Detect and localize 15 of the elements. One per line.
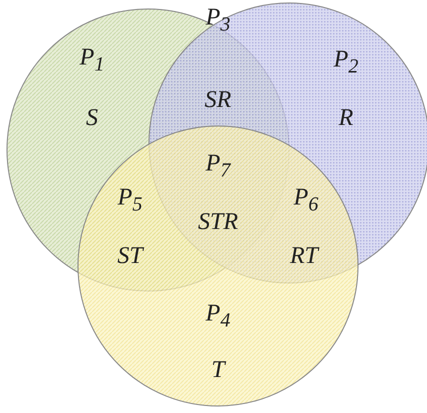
set-circle bbox=[78, 126, 358, 406]
region-label: P$_{5}$ bbox=[118, 186, 142, 214]
region-label: STR bbox=[198, 210, 238, 234]
region-label: P$_{2}$ bbox=[334, 48, 358, 76]
region-label: P$_{6}$ bbox=[294, 186, 318, 214]
region-label: P$_{3}$ bbox=[206, 6, 230, 34]
region-label: ST bbox=[117, 244, 143, 268]
region-label: P$_{1}$ bbox=[80, 46, 104, 74]
region-label: P$_{7}$ bbox=[206, 152, 230, 180]
region-label: SR bbox=[204, 88, 232, 112]
region-label: RT bbox=[290, 244, 318, 268]
region-label: T bbox=[211, 358, 225, 382]
region-label: P$_{4}$ bbox=[206, 302, 230, 330]
region-label: S bbox=[86, 106, 98, 130]
region-label: R bbox=[338, 106, 354, 130]
